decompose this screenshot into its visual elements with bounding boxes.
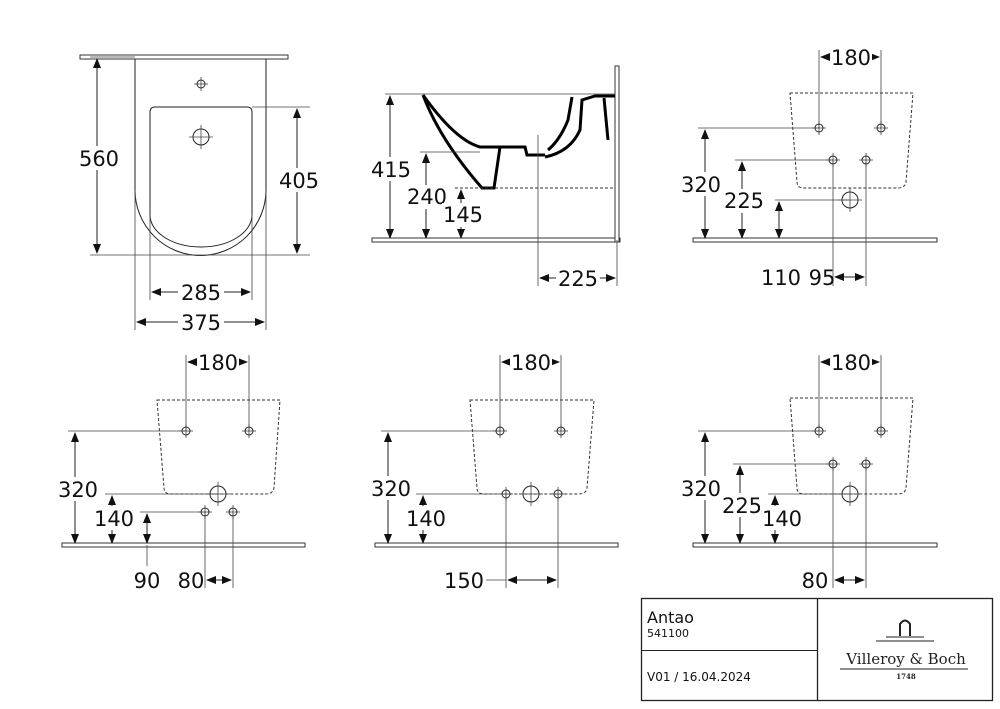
installation-view-c: 180 320 140 150 xyxy=(369,350,619,593)
dim-inlet-spacing: 95 xyxy=(809,266,836,290)
drain-hole-icon xyxy=(188,124,214,150)
dim-tap-spacing: 180 xyxy=(831,46,871,70)
top-view: 560 405 285 375 xyxy=(76,54,322,335)
dim-outer-width: 375 xyxy=(181,311,221,335)
dim-tap-height: 320 xyxy=(371,477,411,501)
dim-inlet-spacing: 80 xyxy=(802,569,829,593)
dim-inlet-spacing: 80 xyxy=(178,569,205,593)
version-date: V01 / 16.04.2024 xyxy=(647,670,751,684)
brand-name: Villeroy & Boch xyxy=(845,650,966,668)
brand-year: 1748 xyxy=(896,672,916,681)
dim-inlet-height: 225 xyxy=(724,189,764,213)
article-number: 541100 xyxy=(647,627,689,640)
dim-outlet-height: 140 xyxy=(762,507,802,531)
dim-tap-height: 320 xyxy=(681,477,721,501)
dim-tap-spacing: 180 xyxy=(831,351,871,375)
dim-height: 415 xyxy=(371,158,411,182)
tap-hole-icon xyxy=(193,76,209,92)
dim-mid-height: 240 xyxy=(407,185,447,209)
dim-outlet-height: 140 xyxy=(406,507,446,531)
dim-inlet-height: 225 xyxy=(722,494,762,518)
dim-tap-height: 320 xyxy=(58,478,98,502)
product-name: Antao xyxy=(647,608,694,627)
dim-outlet-offset: 110 xyxy=(761,266,801,290)
side-view: 415 240 145 225 xyxy=(370,65,621,291)
dim-tap-spacing: 180 xyxy=(198,351,238,375)
installation-view-a: 180 320 225 110 95 xyxy=(680,45,938,290)
installation-view-d: 180 320 225 140 80 xyxy=(680,350,938,593)
dim-depth: 560 xyxy=(79,147,119,171)
dim-inlet-spacing: 150 xyxy=(444,569,484,593)
dim-tap-spacing: 180 xyxy=(511,351,551,375)
dim-offset: 90 xyxy=(134,569,161,593)
dim-outlet-height: 140 xyxy=(94,507,134,531)
dim-tap-height: 320 xyxy=(681,173,721,197)
dim-inner-width: 285 xyxy=(181,281,221,305)
dim-bottom-height: 145 xyxy=(443,203,483,227)
brand-logo: Villeroy & Boch 1748 xyxy=(840,619,968,681)
title-block: Antao 541100 V01 / 16.04.2024 Villeroy &… xyxy=(640,597,994,702)
dim-outlet-offset: 225 xyxy=(558,267,598,291)
installation-view-b: 180 320 140 90 80 xyxy=(56,350,306,593)
dim-bowl-depth: 405 xyxy=(279,169,319,193)
